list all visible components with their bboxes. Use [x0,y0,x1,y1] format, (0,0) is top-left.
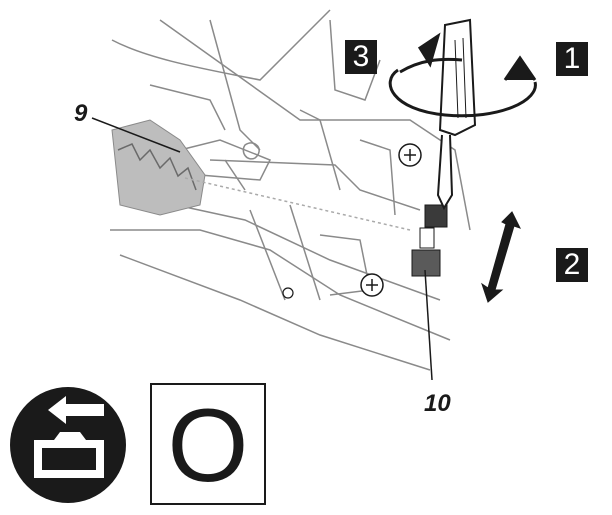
callout-10: 10 [424,390,451,417]
step-1-badge: 1 [556,42,588,76]
tool-body [110,9,471,371]
leader-9 [91,117,181,153]
screw-upper [398,143,422,167]
leader-10 [424,269,433,381]
mode-letter: O [167,388,249,504]
step-2-badge: 2 [556,248,588,282]
alignment-line [184,177,411,231]
callout-9: 9 [74,100,88,127]
up-down-arrow [481,211,521,303]
battery-remove-icon [10,387,126,503]
screwdriver [436,18,477,211]
step-3-badge: 3 [345,40,377,74]
mode-indicator-box: O [150,383,266,505]
screw-lower [360,273,384,297]
saw-blade [111,119,206,216]
adjusting-screw-bracket [411,204,448,277]
screw-small [282,287,294,299]
rotate-arrow [388,32,537,118]
